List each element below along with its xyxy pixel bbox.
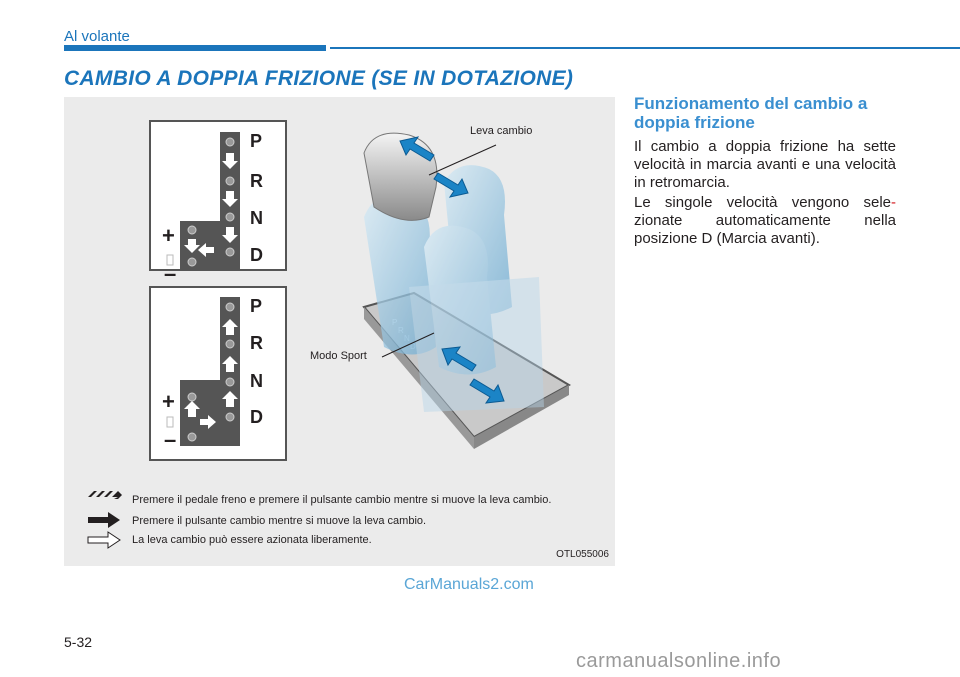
header-rule-thick (64, 45, 326, 51)
gear-label-n-sport: N (250, 371, 263, 391)
section-title: Al volante (64, 28, 130, 45)
paragraph-2: Le singole velocità vengono sele- zionat… (634, 194, 896, 248)
gear-label-p-sport: P (250, 296, 263, 316)
legend-icon-outline (87, 531, 121, 549)
legend-text-3: La leva cambio può essere azionata liber… (132, 534, 372, 546)
figure-code: OTL055006 (556, 549, 609, 560)
page-title: CAMBIO A DOPPIA FRIZIONE (SE IN DOTAZION… (64, 67, 574, 90)
gear-label-p: P (250, 131, 263, 151)
gear-lever-ghosts (364, 165, 544, 412)
movement-arrows (399, 136, 505, 404)
legend-text-1: Premere il pedale freno e premere il pul… (132, 494, 552, 506)
gear-lever-knob (363, 132, 438, 221)
minus-sign-sport: – (164, 427, 177, 452)
gear-label-d-sport: D (250, 407, 263, 427)
label-modo-sport: Modo Sport (310, 350, 367, 362)
shift-diagram-graphic: P R N D (87, 120, 572, 549)
label-leva-cambio: Leva cambio (470, 125, 533, 137)
footer-watermark: carmanualsonline.info (576, 650, 782, 672)
watermark-carmanuals2: CarManuals2.com (404, 576, 534, 593)
legend-icon-solid (88, 512, 120, 528)
page-number: 5-32 (64, 634, 93, 650)
gear-label-r: R (250, 171, 263, 191)
paragraph-2-hyphen: - (891, 194, 896, 211)
gear-label-n: N (250, 208, 263, 228)
legend-icon-hatched (88, 491, 122, 499)
legend-text-2: Premere il pulsante cambio mentre si muo… (132, 515, 427, 527)
header-rule-thin (330, 47, 960, 49)
shift-diagram: P R N D (64, 97, 615, 566)
plus-sign: + (162, 223, 175, 248)
paragraph-2-start: Le singole velocità vengono sele (634, 194, 891, 211)
paragraph-2-end: zionate automaticamente nella posizione … (634, 212, 896, 247)
gear-label-r-sport: R (250, 333, 263, 353)
paragraph-1: Il cambio a doppia frizione ha sette vel… (634, 138, 896, 191)
plus-sign-sport: + (162, 389, 175, 414)
subheading: Funzionamento del cambio a doppia frizio… (634, 94, 868, 132)
minus-sign: – (164, 261, 177, 286)
gear-label-d: D (250, 245, 263, 265)
